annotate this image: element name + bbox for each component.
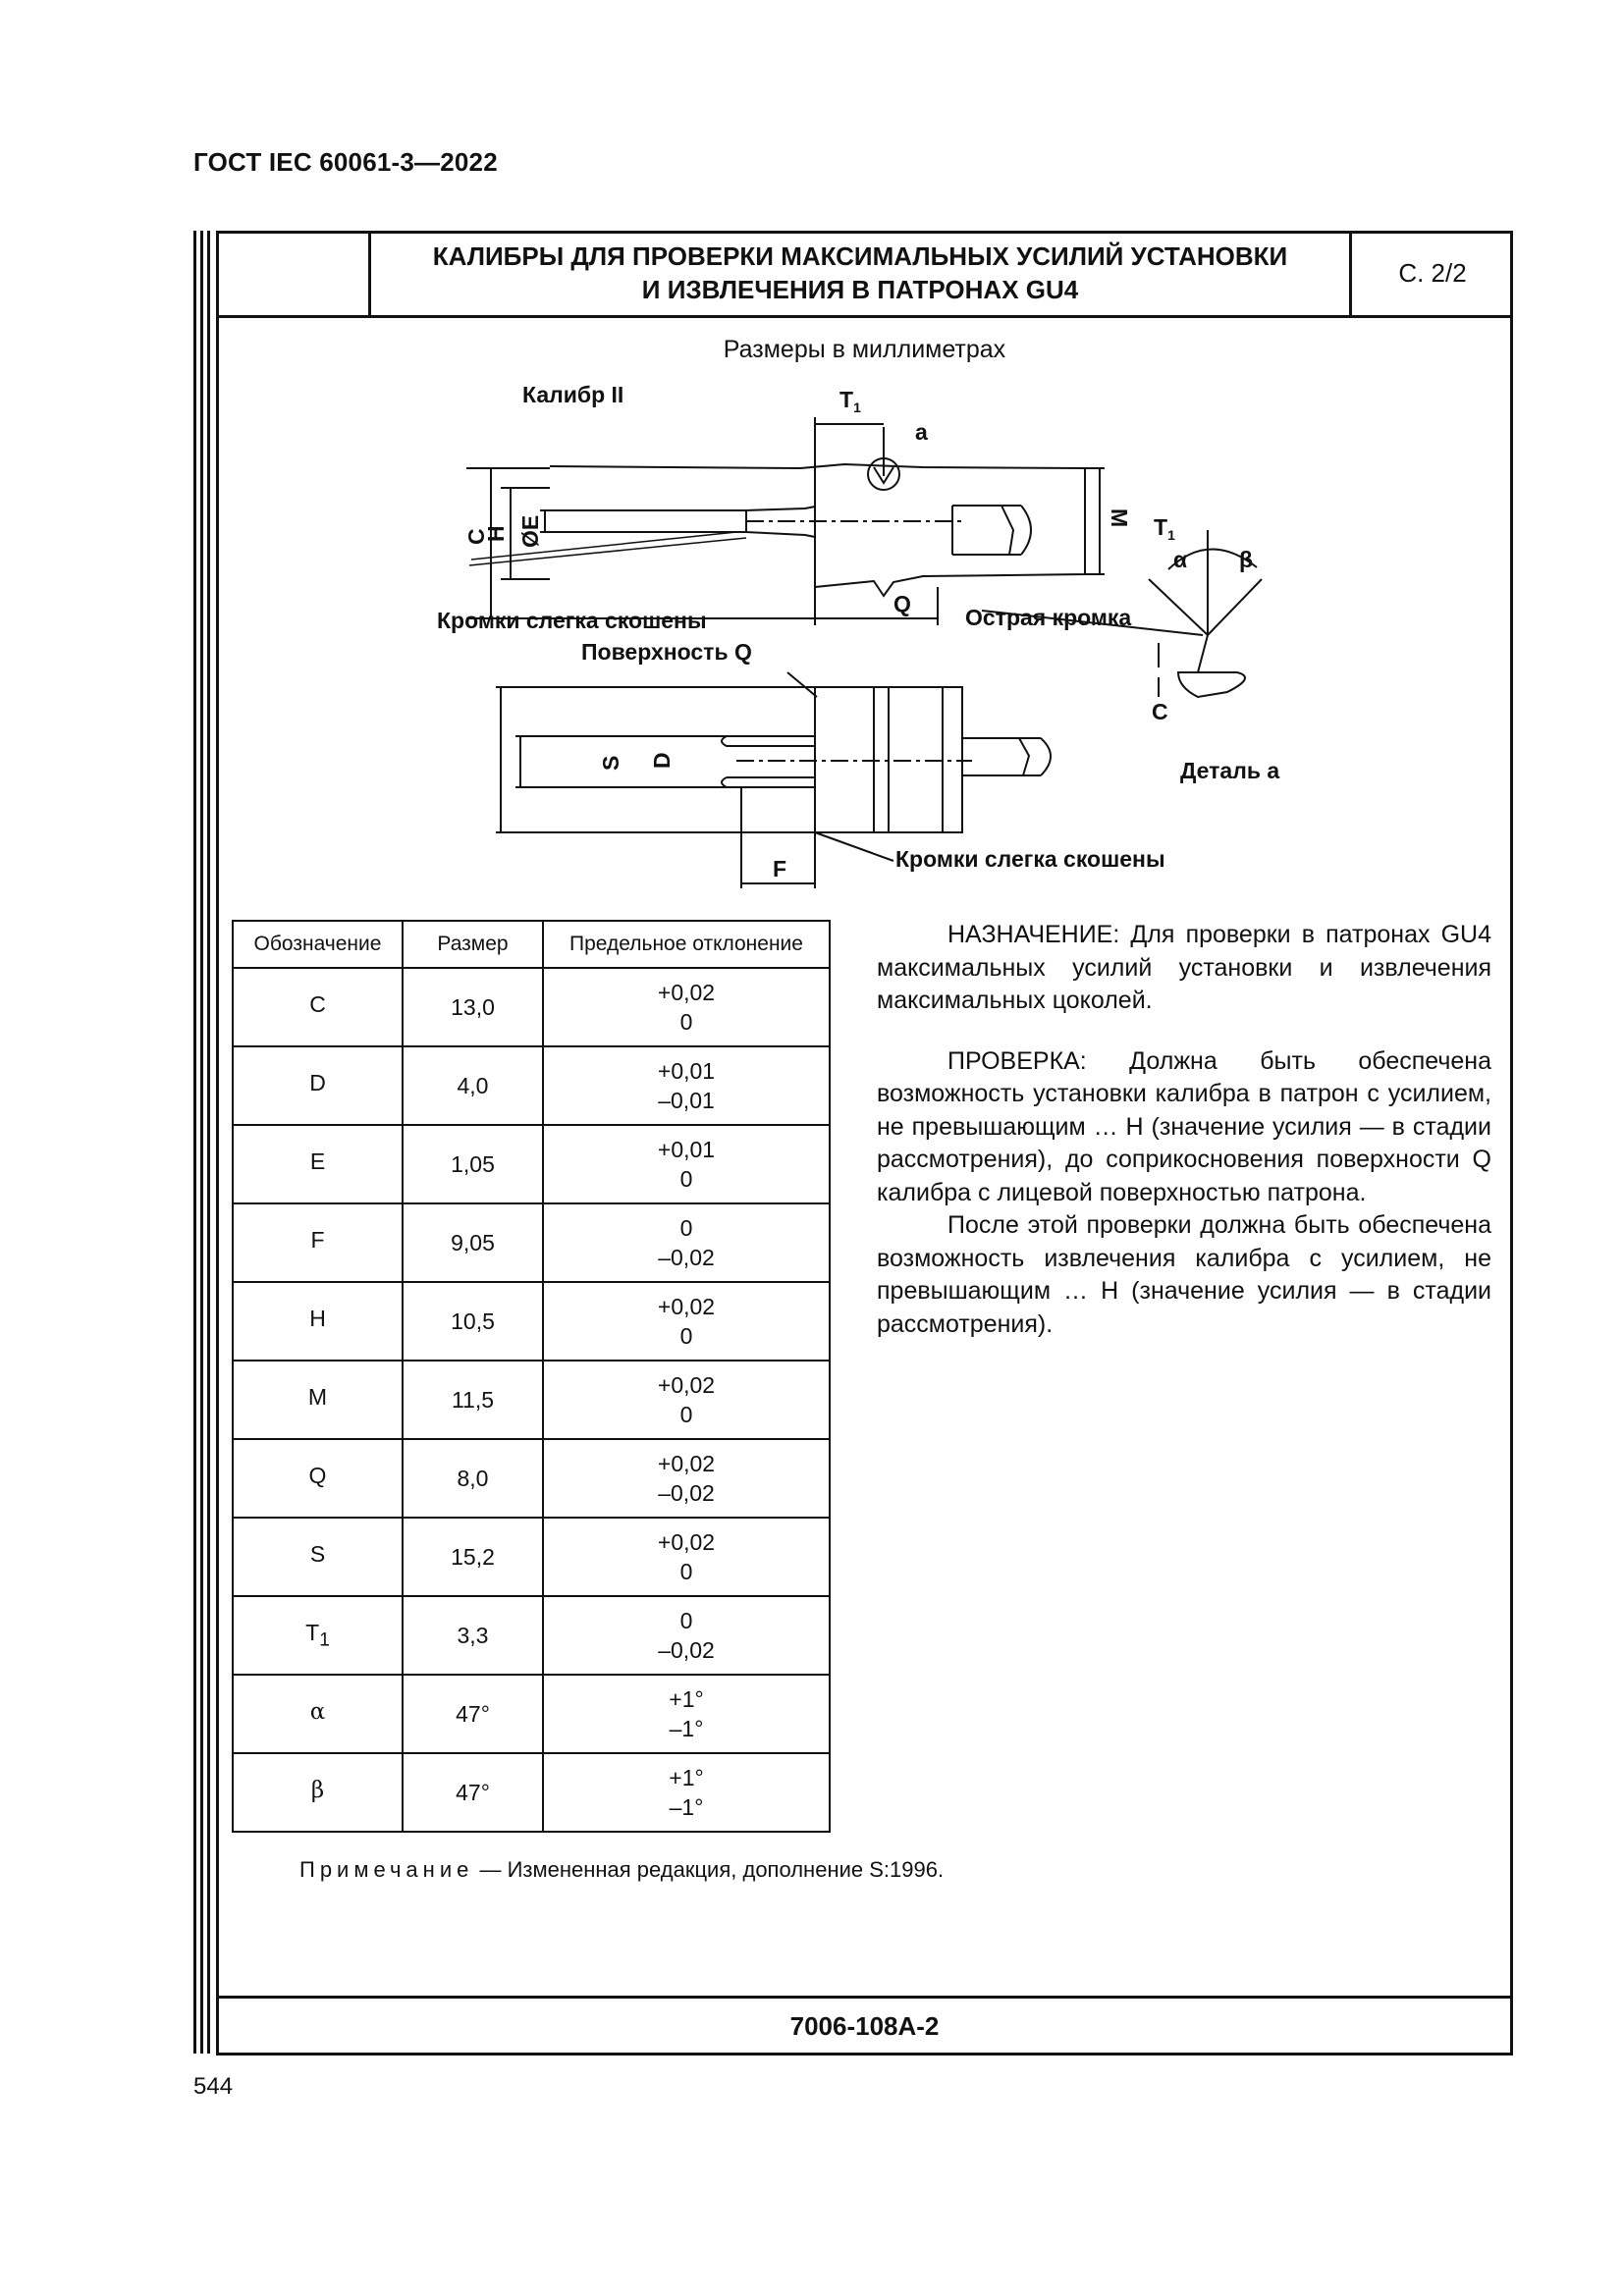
symbol-cell: S — [232, 1517, 404, 1597]
size-cell: 9,05 — [402, 1202, 544, 1283]
note-prefix: Примечание — [299, 1857, 474, 1882]
table-row: F 9,05 0–0,02 — [232, 1202, 831, 1283]
dim-q-label: Q — [893, 591, 911, 616]
note: Примечание — Измененная редакция, дополн… — [299, 1857, 944, 1883]
size-cell: 3,3 — [402, 1595, 544, 1676]
after-check-paragraph: После этой проверки должна быть обеспече… — [877, 1211, 1491, 1338]
table-row: D 4,0 +0,01–0,01 — [232, 1045, 831, 1126]
tolerance-cell: 0–0,02 — [542, 1595, 831, 1676]
dim-m-label: M — [1107, 508, 1132, 527]
symbol-cell: α — [232, 1674, 404, 1754]
table-row: β 47° +1°–1° — [232, 1752, 831, 1833]
size-cell: 8,0 — [402, 1438, 544, 1519]
column-header: Размер — [402, 920, 544, 969]
table-row: α 47° +1°–1° — [232, 1674, 831, 1754]
column-header: Предельное отклонение — [542, 920, 831, 969]
border-line — [200, 231, 203, 2054]
sheet-code: 7006-108A-2 — [789, 2010, 940, 2041]
alpha-label: α — [1173, 547, 1187, 572]
surface-q-label: Поверхность Q — [581, 639, 752, 665]
dim-h-label: H — [483, 525, 509, 542]
size-cell: 47° — [402, 1674, 544, 1754]
technical-drawing: Калибр II T1 a C H ØE M Q Кромки слегка … — [437, 382, 1279, 888]
tolerance-cell: +1°–1° — [542, 1674, 831, 1754]
note-text: — Измененная редакция, дополнение S:1996… — [473, 1857, 945, 1882]
size-cell: 4,0 — [402, 1045, 544, 1126]
title-line-2: И ИЗВЛЕЧЕНИЯ В ПАТРОНАХ GU4 — [641, 275, 1079, 304]
size-cell: 15,2 — [402, 1517, 544, 1597]
border-line — [207, 231, 210, 2054]
dim-d-label: D — [649, 752, 675, 769]
sheet-title: КАЛИБРЫ ДЛЯ ПРОВЕРКИ МАКСИМАЛЬНЫХ УСИЛИЙ… — [371, 231, 1352, 315]
sharp-edge-label: Острая кромка — [965, 605, 1131, 630]
units-caption: Размеры в миллиметрах — [723, 336, 1006, 363]
dim-c-label: C — [463, 528, 489, 545]
title-line-1: КАЛИБРЫ ДЛЯ ПРОВЕРКИ МАКСИМАЛЬНЫХ УСИЛИЙ… — [432, 241, 1288, 271]
check-paragraph: ПРОВЕРКА: Должна быть обеспечена возможн… — [877, 1046, 1491, 1206]
title-cell-empty — [216, 231, 371, 315]
sheet-page-number: С. 2/2 — [1398, 257, 1467, 288]
symbol-cell: Q — [232, 1438, 404, 1519]
dimensions-table: Обозначение Размер Предельное отклонение… — [232, 920, 831, 1833]
symbol-cell: C — [232, 967, 404, 1047]
symbol-cell: E — [232, 1124, 404, 1204]
symbol-cell: D — [232, 1045, 404, 1126]
size-cell: 11,5 — [402, 1360, 544, 1440]
title-block: КАЛИБРЫ ДЛЯ ПРОВЕРКИ МАКСИМАЛЬНЫХ УСИЛИЙ… — [216, 231, 1513, 315]
detail-marker: a — [915, 419, 928, 445]
edges-chamfered-label-2: Кромки слегка скошены — [895, 846, 1165, 872]
beta-label: β — [1239, 547, 1253, 572]
symbol-cell: T1 — [232, 1595, 404, 1676]
tolerance-cell: +1°–1° — [542, 1752, 831, 1833]
dim-f-label: F — [773, 856, 786, 881]
sheet-frame — [216, 231, 1513, 2056]
dim-t1-label: T1 — [839, 387, 861, 415]
title-divider — [216, 315, 1513, 318]
detail-t1-label: T1 — [1154, 514, 1175, 543]
size-cell: 13,0 — [402, 967, 544, 1047]
size-cell: 10,5 — [402, 1281, 544, 1362]
symbol-cell: β — [232, 1752, 404, 1833]
description-text: НАЗНАЧЕНИЕ: Для проверки в патронах GU4 … — [877, 919, 1491, 1341]
symbol-cell: M — [232, 1360, 404, 1440]
tolerance-cell: 0–0,02 — [542, 1202, 831, 1283]
symbol-cell: H — [232, 1281, 404, 1362]
standard-header: ГОСТ IEC 60061-3—2022 — [193, 147, 498, 177]
table-row: T1 3,3 0–0,02 — [232, 1595, 831, 1676]
tolerance-cell: +0,01–0,01 — [542, 1045, 831, 1126]
gauge-title: Калибр II — [522, 382, 623, 407]
dim-e-label: ØE — [517, 515, 543, 548]
border-line — [193, 231, 196, 2054]
dim-s-label: S — [598, 756, 623, 771]
detail-c-label: C — [1152, 699, 1168, 724]
column-header: Обозначение — [232, 920, 404, 969]
detail-a-label: Деталь a — [1180, 758, 1279, 783]
edges-chamfered-label: Кромки слегка скошены — [437, 608, 707, 633]
symbol-cell: F — [232, 1202, 404, 1283]
tolerance-cell: +0,02–0,02 — [542, 1438, 831, 1519]
size-cell: 47° — [402, 1752, 544, 1833]
footer-divider — [216, 1996, 1513, 1999]
purpose-paragraph: НАЗНАЧЕНИЕ: Для проверки в патронах GU4 … — [877, 921, 1491, 1014]
size-cell: 1,05 — [402, 1124, 544, 1204]
page-number: 544 — [193, 2073, 234, 2100]
table-row: Q 8,0 +0,02–0,02 — [232, 1438, 831, 1519]
